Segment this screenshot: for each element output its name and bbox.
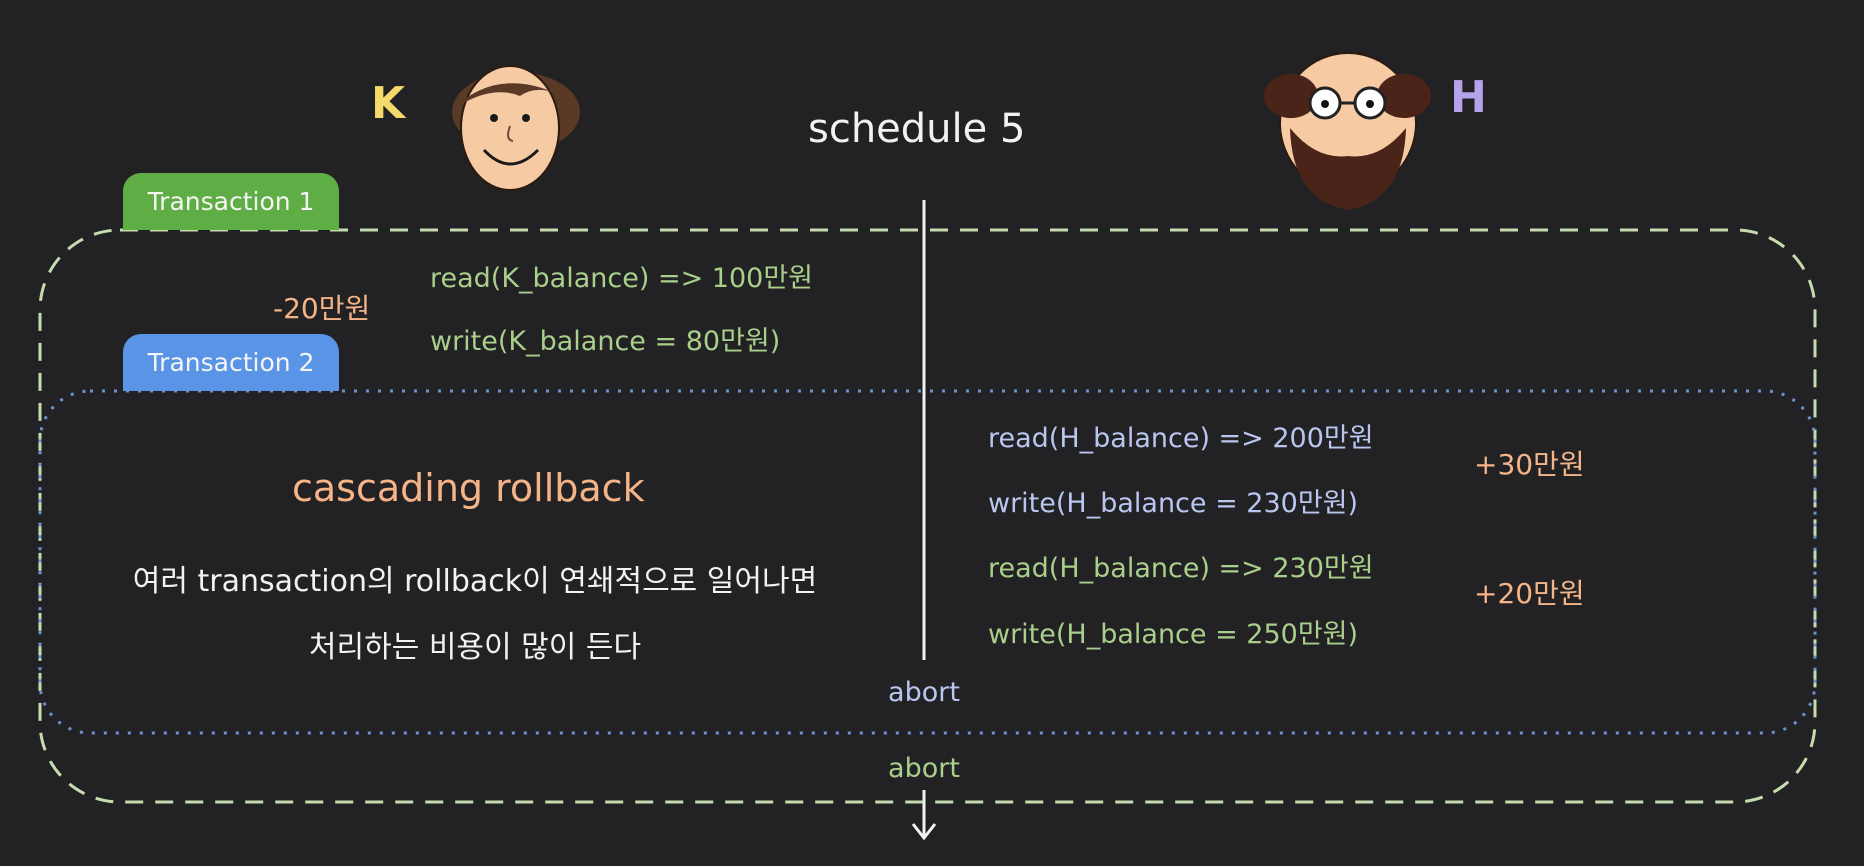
k-label: K xyxy=(371,78,406,129)
explanation-line-1: 여러 transaction의 rollback이 연쇄적으로 일어나면 xyxy=(132,564,818,599)
t2-h-delta: +30만원 xyxy=(1474,448,1585,481)
t1-write-h: write(H_balance = 250만원) xyxy=(988,619,1359,650)
h-label: H xyxy=(1450,72,1487,123)
t2-read-h: read(H_balance) => 200만원 xyxy=(988,423,1374,454)
t1-write-k: write(K_balance = 80만원) xyxy=(430,326,781,357)
t1-k-delta: -20만원 xyxy=(273,292,371,325)
transaction-2-box xyxy=(38,389,1817,735)
t2-write-h: write(H_balance = 230만원) xyxy=(988,488,1359,519)
h-character-avatar xyxy=(1264,52,1431,210)
cascading-rollback-heading: cascading rollback xyxy=(292,466,645,510)
transaction-1-tab: Transaction 1 xyxy=(123,173,339,230)
schedule-title: schedule 5 xyxy=(808,106,1026,152)
k-character-avatar xyxy=(452,65,580,191)
t1-h-delta: +20만원 xyxy=(1474,577,1585,610)
explanation-line-2: 처리하는 비용이 많이 든다 xyxy=(308,630,642,665)
t2-abort: abort xyxy=(888,677,960,708)
t1-read-h: read(H_balance) => 230만원 xyxy=(988,553,1374,584)
t1-abort: abort xyxy=(888,753,960,784)
timeline-arrowhead xyxy=(911,823,937,841)
transaction-2-tab: Transaction 2 xyxy=(123,334,339,391)
t1-read-k: read(K_balance) => 100만원 xyxy=(430,263,814,294)
